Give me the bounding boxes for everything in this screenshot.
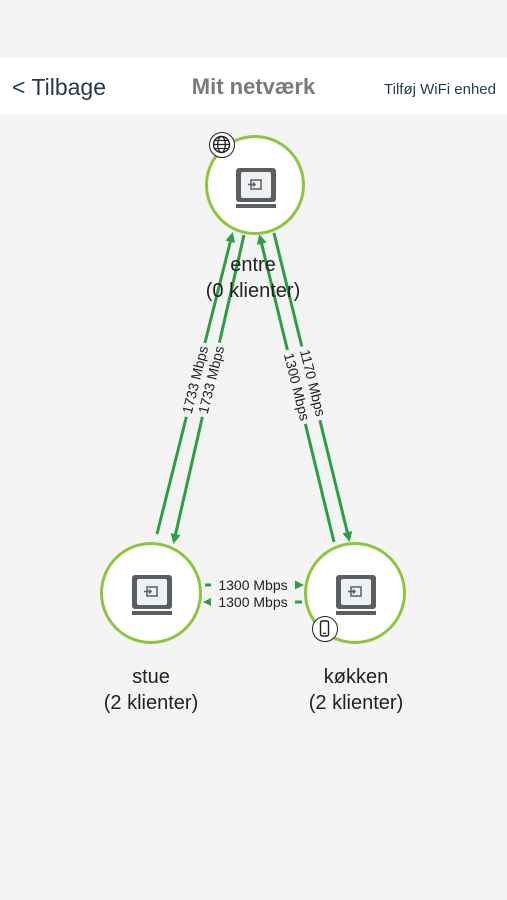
phone-icon xyxy=(312,616,338,642)
node-kokken-clients: (2 klienter) xyxy=(308,692,404,714)
node-stue-label: stue (2 klienter) xyxy=(66,664,236,716)
network-topology: 1733 Mbps 1733 Mbps 1170 Mbps 1300 Mbps … xyxy=(0,115,507,900)
node-stue[interactable] xyxy=(100,542,202,644)
router-device-icon xyxy=(132,575,172,615)
node-kokken-name: køkken xyxy=(323,666,389,688)
node-kokken-label: køkken (2 klienter) xyxy=(271,664,441,716)
status-bar-area xyxy=(0,0,507,58)
node-stue-name: stue xyxy=(132,666,170,688)
back-button[interactable]: < Tilbage xyxy=(12,74,106,100)
page-title: Mit netværk xyxy=(191,74,316,99)
node-stue-clients: (2 klienter) xyxy=(103,692,199,714)
node-entre-label: entre (0 klienter) xyxy=(168,252,338,304)
node-entre-clients: (0 klienter) xyxy=(205,280,301,302)
router-device-icon xyxy=(336,575,376,615)
navigation-bar: < Tilbage Mit netværk Tilføj WiFi enhed xyxy=(0,58,507,115)
node-entre-name: entre xyxy=(230,254,276,276)
speed-label-stue-kokken: 1300 Mbps xyxy=(218,577,287,593)
speed-label-kokken-stue: 1300 Mbps xyxy=(218,594,287,610)
router-device-icon xyxy=(236,168,276,208)
globe-icon xyxy=(209,132,235,158)
topology-links: 1733 Mbps 1733 Mbps 1170 Mbps 1300 Mbps … xyxy=(155,232,353,610)
add-wifi-device-button[interactable]: Tilføj WiFi enhed xyxy=(384,81,496,98)
